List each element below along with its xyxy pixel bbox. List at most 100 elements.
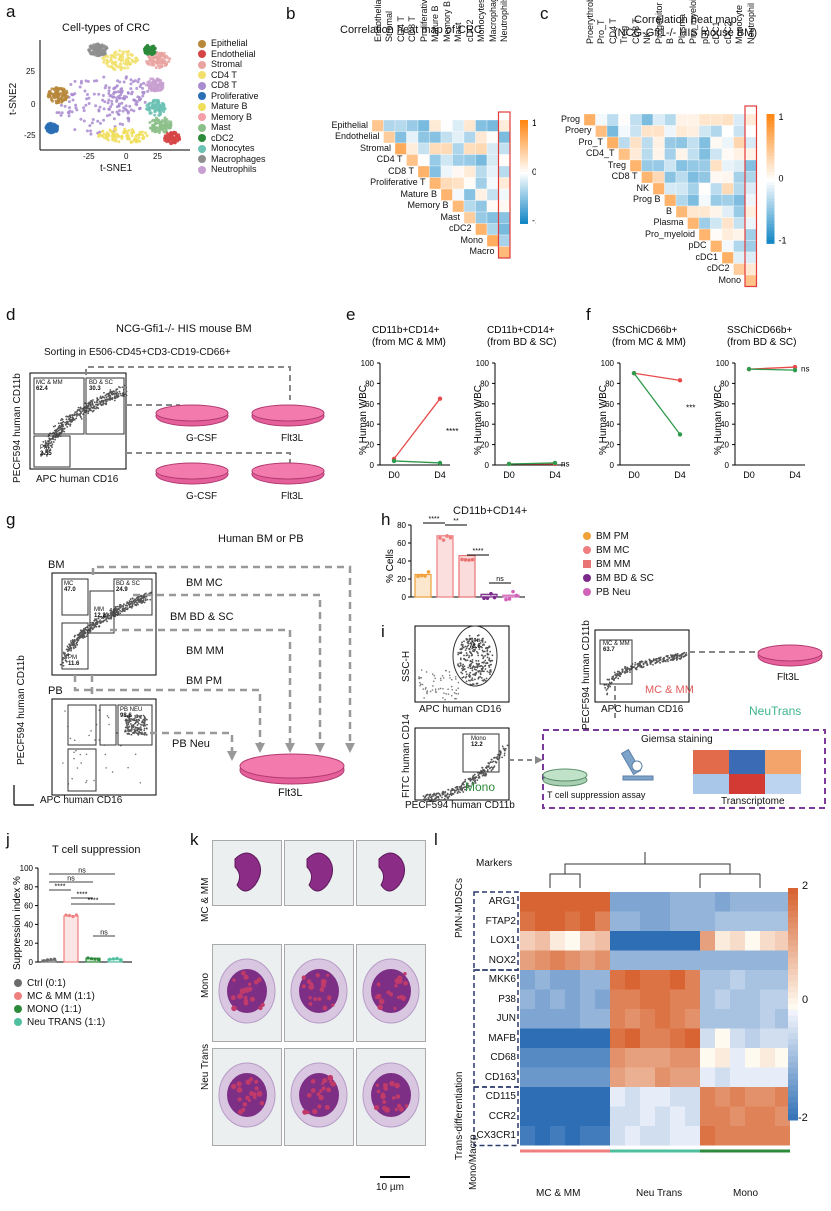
hm-cell	[730, 931, 745, 951]
tsne-point	[106, 64, 110, 68]
flow-point	[458, 665, 461, 668]
tsne-point	[61, 98, 65, 102]
flow-point	[459, 664, 462, 667]
granule	[306, 979, 312, 985]
hm-cell	[730, 1126, 745, 1146]
colorbar-step	[766, 201, 775, 206]
tsne-point	[47, 129, 51, 133]
series-line	[393, 398, 441, 460]
flow-point	[437, 799, 440, 801]
flow-point	[114, 607, 117, 610]
flow-point	[469, 638, 472, 640]
hm-cell	[486, 165, 499, 178]
flow-point	[57, 429, 60, 432]
hm-cell	[595, 970, 610, 990]
flow-point	[465, 659, 467, 662]
flow-point	[143, 721, 146, 723]
flow-point	[659, 656, 662, 659]
hm-cell	[550, 911, 565, 931]
series-point	[552, 460, 558, 466]
hm-cell	[498, 119, 511, 132]
flow-point	[116, 605, 119, 608]
flow-point	[108, 617, 111, 620]
tsne-point	[153, 89, 157, 93]
flow-point	[465, 652, 468, 654]
flow-point	[666, 655, 669, 658]
i-cd11b-label: PECF594 human CD11b	[581, 620, 592, 730]
tsne-xtick-2: 0	[124, 152, 129, 161]
flow-point	[464, 649, 467, 651]
flow-point	[447, 688, 449, 690]
flow-point	[685, 652, 688, 654]
hm-cell	[733, 217, 746, 230]
hm-cell	[710, 240, 723, 253]
tsne-point	[103, 100, 107, 104]
flow-point	[71, 642, 73, 644]
flow-point	[131, 605, 134, 608]
flow-point	[77, 406, 80, 409]
colorbar-label: 1	[532, 118, 536, 128]
y-tick-label: 60	[720, 400, 729, 409]
tsne-point	[74, 103, 78, 107]
tsne-point	[61, 90, 65, 94]
hm-cell	[733, 228, 746, 241]
colorbar-step	[766, 168, 775, 173]
tsne-point	[160, 64, 164, 68]
flow-point	[459, 658, 462, 661]
flow-point	[103, 613, 105, 616]
flow-point	[481, 654, 484, 657]
flow-point	[64, 710, 66, 712]
hm-cell	[625, 1028, 640, 1048]
flow-point	[139, 598, 142, 600]
tsne-point	[122, 106, 126, 110]
hm-cell	[595, 950, 610, 970]
flow-point	[439, 795, 442, 797]
h-legend-item: BM PM	[583, 531, 629, 542]
tsne-point	[158, 103, 162, 107]
hm-cell	[675, 136, 688, 149]
flow-point	[430, 800, 433, 803]
hm-cell	[730, 950, 745, 970]
panel-b: b Correlation heat map of CRC Endothelia…	[280, 0, 536, 300]
flow-point	[418, 677, 420, 680]
flow-point	[425, 671, 428, 673]
hm-cell	[715, 892, 730, 912]
hm-cell	[498, 131, 511, 144]
hm-cell	[452, 142, 465, 155]
flow-point	[432, 685, 434, 687]
flow-point	[467, 675, 470, 677]
y-tick-label: 0	[485, 461, 490, 470]
flow-point	[461, 669, 464, 672]
tsne-point	[59, 103, 63, 107]
flow-point	[472, 683, 475, 686]
hm-cell	[452, 200, 465, 213]
hm-cell	[670, 1067, 685, 1087]
hm-cell	[440, 165, 453, 178]
hm-cell	[498, 154, 511, 167]
flow-point	[496, 758, 499, 761]
hm-cell	[710, 136, 723, 149]
flow-point	[459, 652, 461, 655]
gene-label: NOX2	[488, 954, 516, 966]
tsne-point	[90, 51, 94, 55]
tsne-point	[119, 53, 123, 57]
tsne-point	[74, 106, 78, 110]
hm-cell	[652, 159, 665, 172]
tsne-point	[104, 47, 108, 51]
hm-row-label: Proliferative T	[370, 177, 426, 188]
lineplot-subtitle: (from MC & MM)	[372, 337, 446, 348]
flow-point	[124, 730, 126, 733]
micrograph	[212, 1048, 282, 1146]
j-legend-item: Neu TRANS (1:1)	[14, 1017, 105, 1028]
hm-cell	[440, 142, 453, 155]
hm-cell	[595, 1126, 610, 1146]
hm-cell	[655, 892, 670, 912]
hm-cell	[687, 194, 700, 207]
panel-d-title: NCG-Gfi1-/- HIS mouse BM	[116, 323, 252, 335]
nucleus	[371, 969, 411, 1013]
series-point	[792, 364, 798, 370]
flow-point	[489, 650, 492, 653]
tsne-point	[98, 47, 102, 51]
